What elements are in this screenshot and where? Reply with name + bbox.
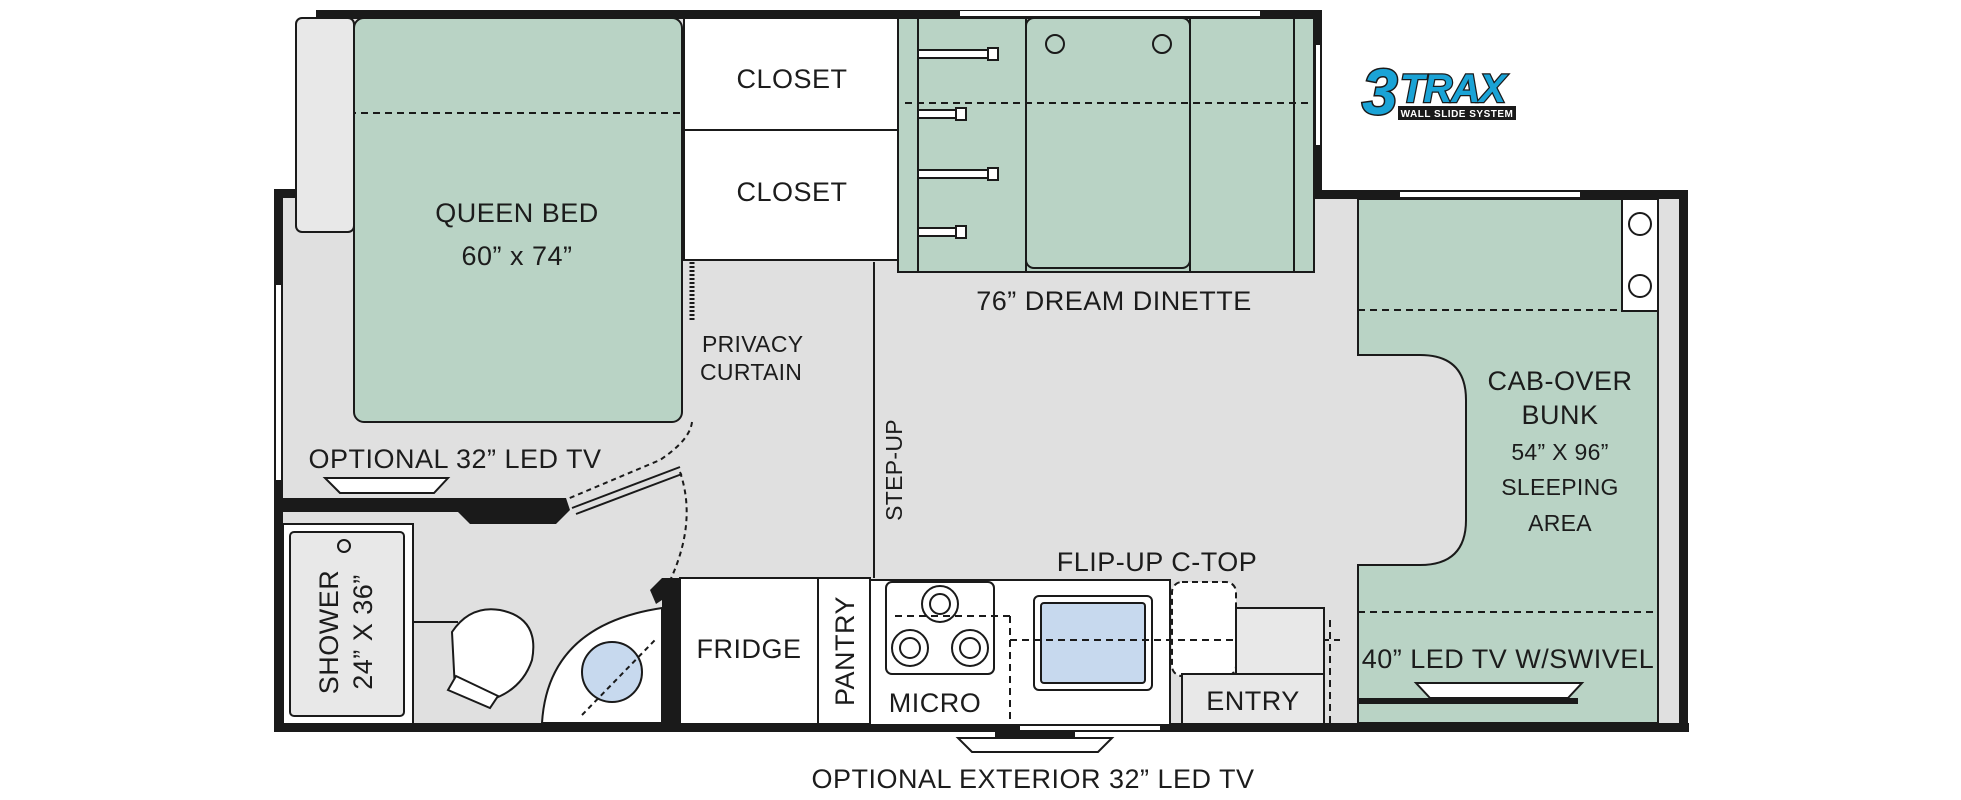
brand-logo: 3 TRAX WALL SLIDE SYSTEM xyxy=(1361,55,1516,130)
queen-bed-size: 60” x 74” xyxy=(461,241,572,271)
closet-bottom-label: CLOSET xyxy=(736,177,847,207)
optional-tv-label: OPTIONAL 32” LED TV xyxy=(308,444,601,474)
flip-up-ctop-label: FLIP-UP C-TOP xyxy=(1057,547,1258,577)
entry-label: ENTRY xyxy=(1206,686,1300,716)
closets: CLOSET CLOSET xyxy=(683,17,901,261)
flip-up-ctop xyxy=(1171,581,1237,677)
queen-bed: QUEEN BED 60” x 74” xyxy=(295,17,683,423)
exterior-tv-icon xyxy=(955,737,1115,753)
privacy-curtain-label-1: PRIVACY xyxy=(702,331,803,357)
kitchen-sink-icon xyxy=(1040,602,1146,684)
exterior-tv: OPTIONAL EXTERIOR 32” LED TV xyxy=(811,730,1254,794)
exterior-tv-label: OPTIONAL EXTERIOR 32” LED TV xyxy=(811,764,1254,794)
dinette: 76” DREAM DINETTE xyxy=(897,17,1315,316)
queen-bed-label: QUEEN BED xyxy=(435,198,599,228)
cab-over-bunk: CAB-OVER BUNK 54” X 96” SLEEPING AREA 40… xyxy=(1357,198,1659,724)
bunk-size: 54” X 96” xyxy=(1511,439,1608,465)
sink-icon xyxy=(581,641,643,703)
svg-text:3: 3 xyxy=(1362,56,1398,128)
bunk-label-5: AREA xyxy=(1528,510,1592,536)
step-up: STEP-UP xyxy=(873,262,907,578)
optional-tv-icon xyxy=(322,477,451,494)
step-up-label: STEP-UP xyxy=(881,419,907,521)
privacy-curtain-label-2: CURTAIN xyxy=(700,359,802,385)
bunk-label-1: CAB-OVER xyxy=(1487,366,1632,396)
fridge-label: FRIDGE xyxy=(696,634,801,664)
pantry-label: PANTRY xyxy=(830,596,860,706)
svg-text:TRAX: TRAX xyxy=(1400,67,1508,111)
bathroom: OPTIONAL 32” LED TV SHOWER 24” X 36” xyxy=(282,444,688,728)
swivel-tv-label: 40” LED TV W/SWIVEL xyxy=(1362,644,1655,674)
privacy-curtain: PRIVACY CURTAIN xyxy=(564,262,803,501)
bunk-label-4: SLEEPING xyxy=(1501,474,1618,500)
shower-label: SHOWER xyxy=(314,570,344,695)
toilet-icon xyxy=(450,608,535,702)
closet-top-label: CLOSET xyxy=(736,64,847,94)
micro-label: MICRO xyxy=(889,688,982,718)
swivel-tv-icon xyxy=(1413,682,1585,699)
kitchen: FRIDGE PANTRY MICRO FLIP-UP C-TOP ENTRY xyxy=(679,547,1340,726)
dinette-label: 76” DREAM DINETTE xyxy=(976,286,1252,316)
svg-text:WALL SLIDE SYSTEM: WALL SLIDE SYSTEM xyxy=(1401,109,1514,120)
shower-size: 24” X 36” xyxy=(348,574,378,690)
stove-icon xyxy=(885,581,995,675)
bunk-label-2: BUNK xyxy=(1521,400,1598,430)
